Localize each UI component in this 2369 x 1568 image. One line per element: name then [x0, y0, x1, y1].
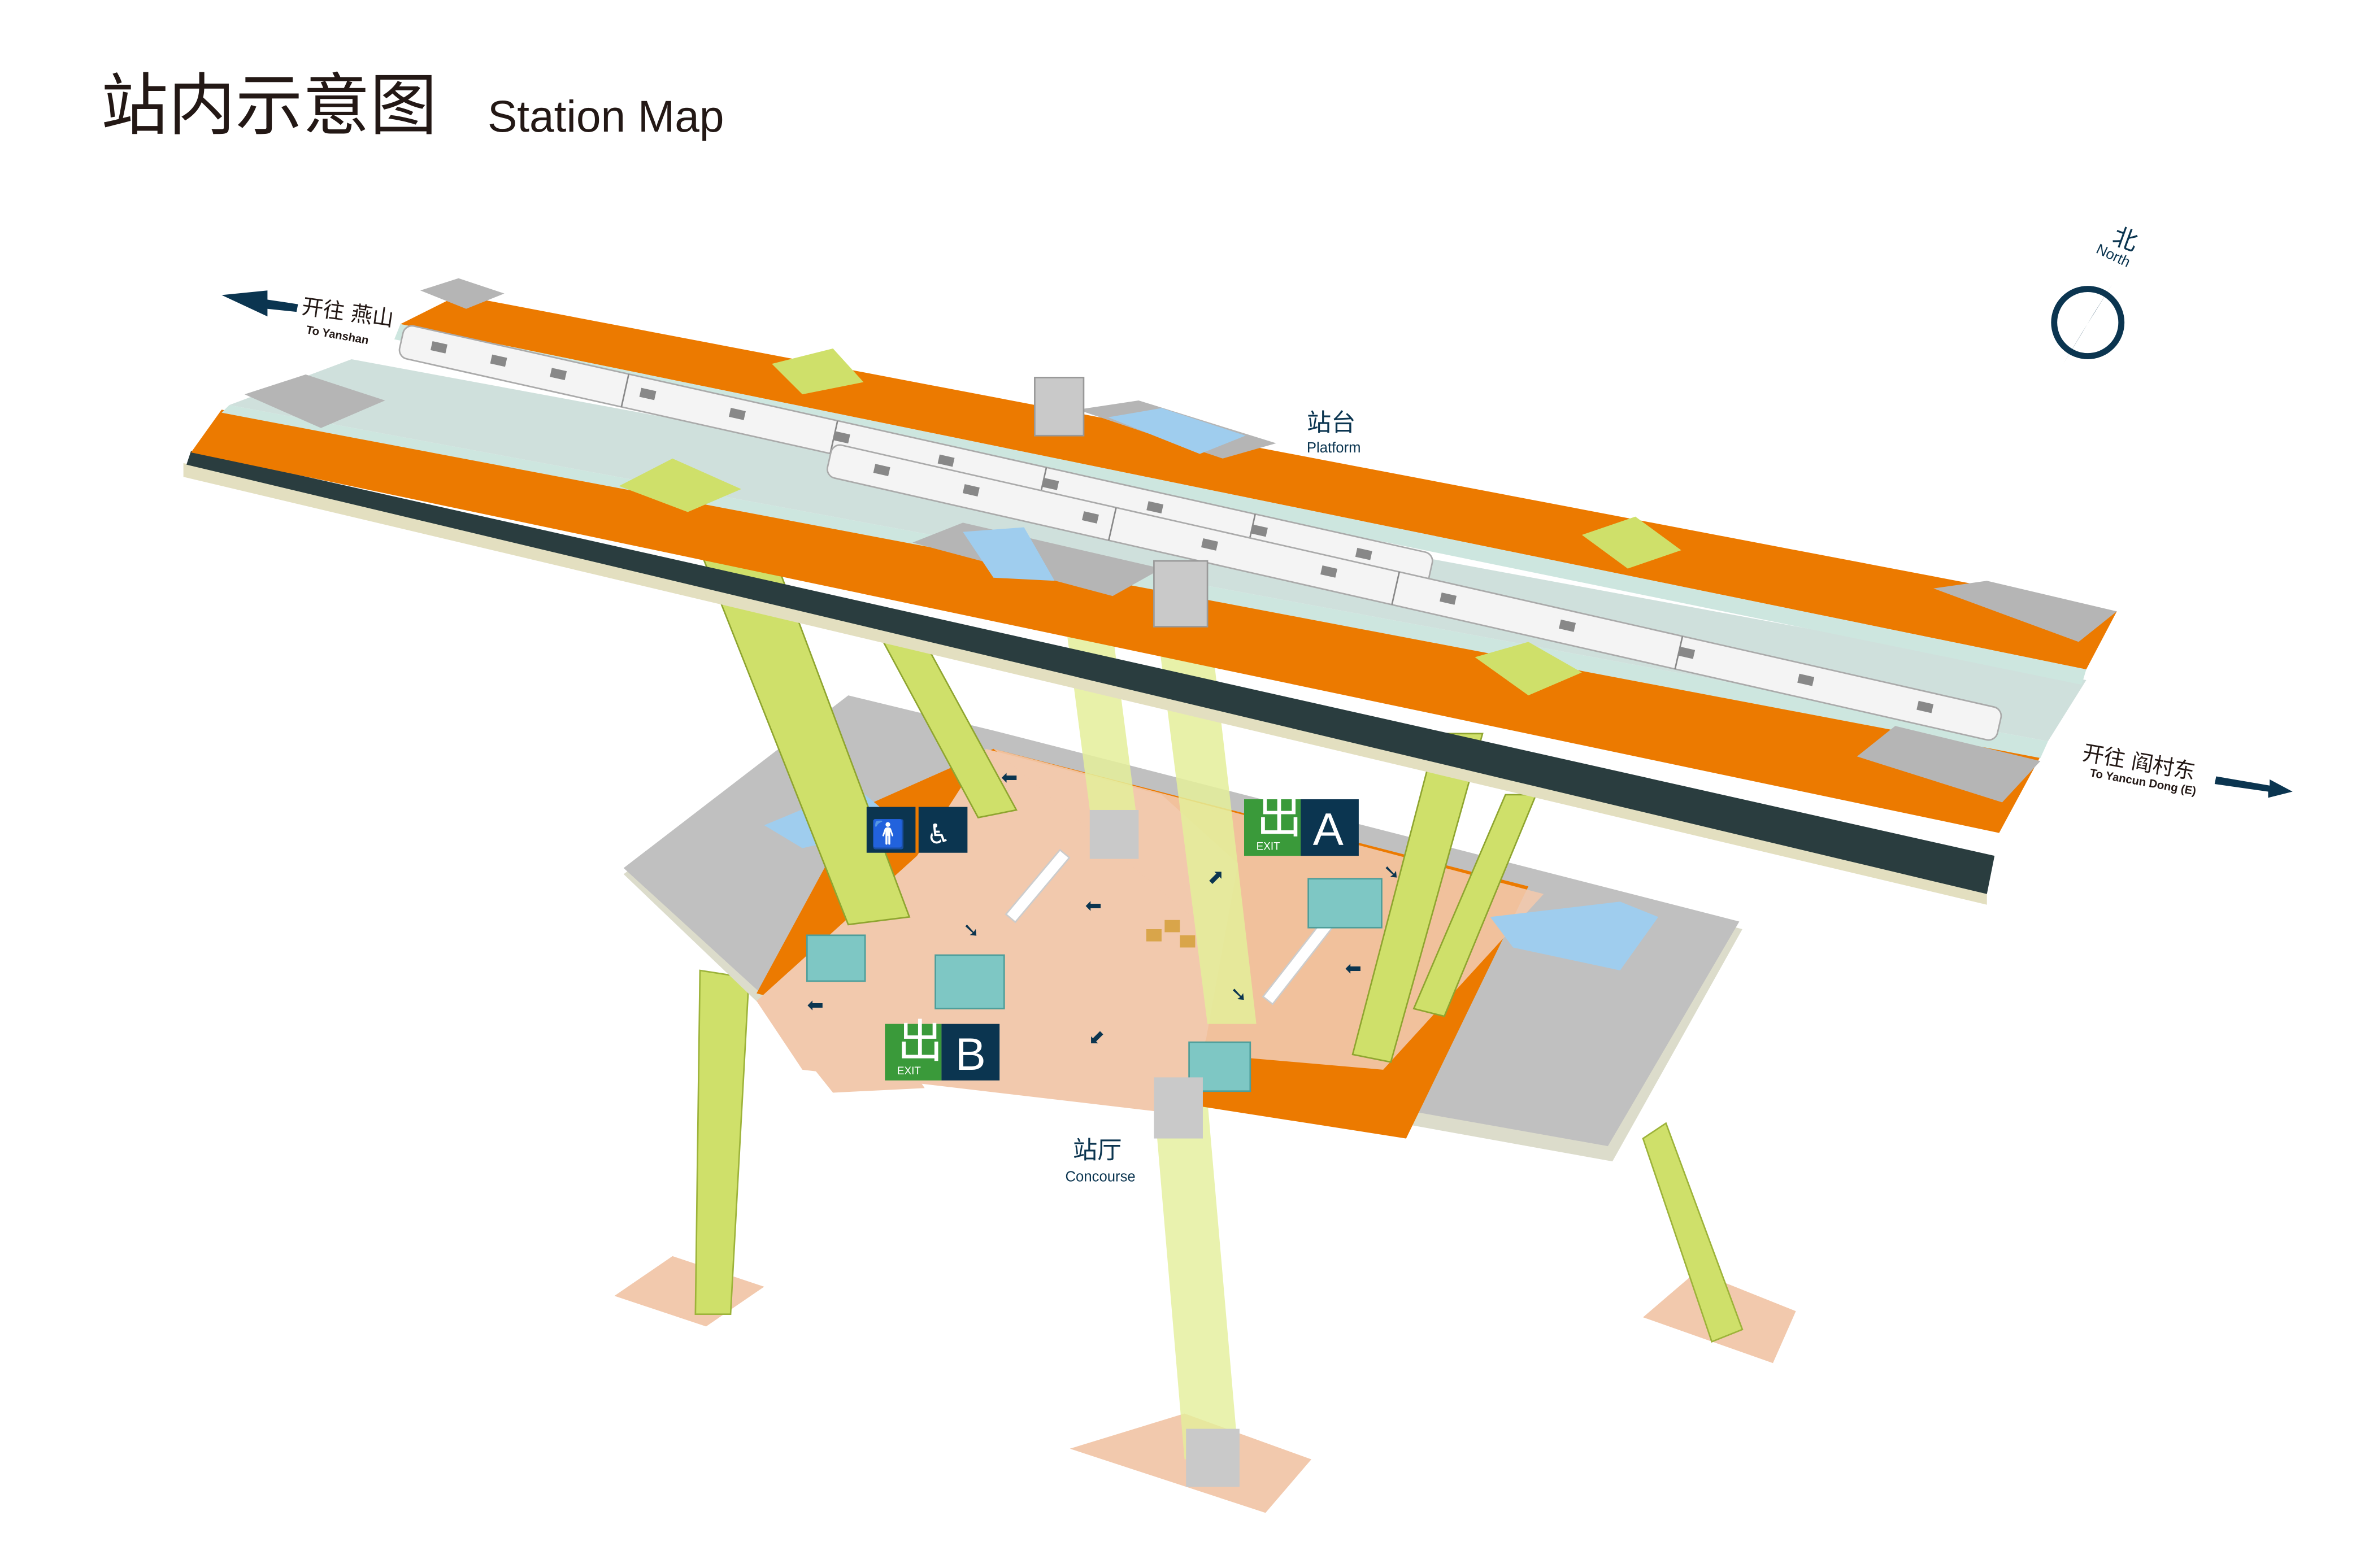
equipment-room [1933, 581, 2117, 642]
exit-b-icon-text: 出 [897, 1017, 943, 1068]
arrow-right-icon [2214, 776, 2293, 798]
exit-b-letter: B [955, 1029, 986, 1080]
svg-text:⬈: ⬈ [1207, 865, 1224, 888]
ticket-machines [1146, 920, 1196, 948]
elevator-head [1154, 1077, 1203, 1139]
toilet-icon [866, 807, 916, 853]
north-compass: 北 North [2051, 222, 2141, 364]
svg-text:⬅: ⬅ [1345, 957, 1362, 980]
exit-escalator [1642, 1122, 1744, 1343]
exit-a-sign[interactable]: 出 EXIT A [1244, 792, 1359, 856]
platform-room-blue [963, 527, 1055, 581]
track-bed [186, 451, 1995, 894]
exit-b-sub: EXIT [897, 1065, 921, 1077]
west-en: To Yanshan [305, 324, 370, 347]
svg-text:⬅: ⬅ [1001, 766, 1018, 789]
platform-label-en: Platform [1307, 440, 1361, 456]
stair-head [772, 349, 864, 395]
stair-head [1475, 642, 1582, 696]
svg-text:➘: ➘ [1231, 983, 1247, 1006]
exit-icon [885, 1023, 942, 1081]
platform-label-zh: 站台 [1307, 409, 1356, 437]
elevator-cab [1089, 809, 1139, 859]
elevator-head [1153, 560, 1209, 628]
exit-letter-box [1301, 799, 1359, 856]
train-south [826, 444, 2002, 741]
toilet-sign: 🚹 ♿ [866, 807, 968, 853]
svg-text:⬅: ⬅ [807, 994, 823, 1017]
elevator-head [1034, 377, 1085, 437]
svg-text:⬅: ⬅ [1085, 894, 1102, 917]
svg-text:➘: ➘ [963, 919, 979, 942]
compass-ring [2051, 286, 2125, 359]
title-zh: 站内示意图 [101, 67, 437, 145]
svg-text:🚹: 🚹 [871, 818, 906, 851]
equipment-room [244, 374, 385, 428]
platform-room-blue [1108, 408, 1246, 454]
svg-text:♿: ♿ [926, 819, 951, 851]
platform-slab-edge [183, 463, 1987, 905]
svg-text:➘: ➘ [1383, 861, 1399, 884]
flow-arrows: ⬅ ⬅ ⬅ ⬅ ➘ ⬈ ➘ ⬋ ➘ [807, 766, 1399, 1049]
elevator-cab [1186, 1428, 1240, 1487]
platform-south [191, 410, 2041, 833]
title-en: Station Map [488, 92, 724, 141]
exit-a-sub: EXIT [1257, 840, 1280, 852]
exit-escalator [694, 969, 750, 1316]
equipment-room [420, 278, 505, 309]
exit-b-sign[interactable]: 出 EXIT B [885, 1017, 1000, 1081]
svg-text:⬋: ⬋ [1088, 1026, 1105, 1049]
exit-a-letter: A [1313, 804, 1344, 855]
concourse-label-zh: 站厅 [1073, 1136, 1122, 1165]
exit-a-icon-text: 出 [1257, 792, 1302, 843]
equipment-room [1857, 726, 2041, 803]
concourse-blue-area [1490, 901, 1659, 971]
concourse-label-en: Concourse [1065, 1169, 1135, 1184]
arrow-left-icon [221, 290, 298, 317]
service-kiosks [806, 878, 1383, 1092]
direction-east: 开往 阎村东 To Yancun Dong (E) [2081, 740, 2293, 798]
stair-head [619, 458, 742, 512]
platform-screen-doors [394, 324, 2087, 685]
exit-letter-box [941, 1023, 1000, 1081]
stair-head [1581, 516, 1681, 569]
direction-west: 开往 燕山 To Yanshan [221, 290, 395, 347]
exit-icon [1244, 799, 1301, 856]
elevator-shaft [1154, 1100, 1238, 1460]
platform-level [183, 278, 2117, 905]
escalator-platform-concourse [1351, 733, 1484, 1063]
pier-base [614, 1256, 764, 1327]
accessible-toilet-icon [918, 807, 968, 853]
